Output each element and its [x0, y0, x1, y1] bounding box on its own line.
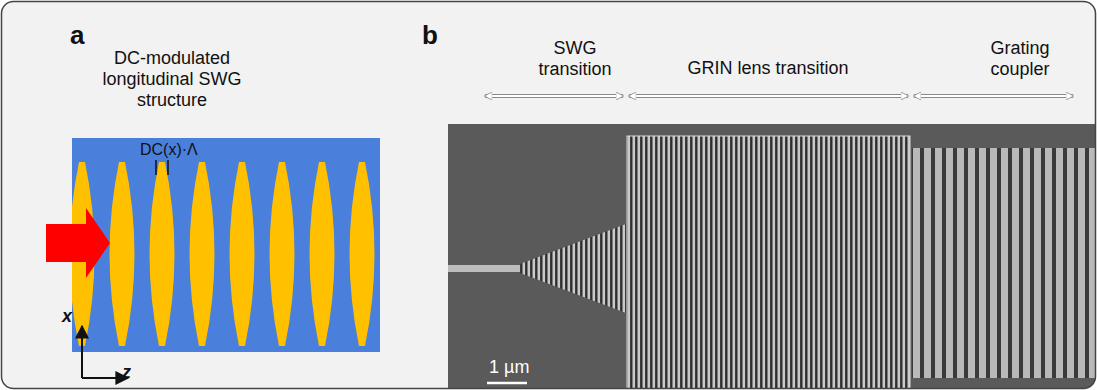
axis-label: z — [122, 362, 131, 383]
period-ticks — [156, 160, 168, 175]
section-label: GRIN lens transition — [687, 58, 848, 79]
scale-label: 1 µm — [489, 357, 529, 378]
panel-title: DC-modulated longitudinal SWG structure — [102, 48, 242, 111]
swg-lenses — [72, 162, 375, 346]
sem-image — [448, 124, 1096, 389]
section-label: SWG transition — [528, 38, 623, 80]
section-arrows — [485, 96, 1073, 97]
cladding-block — [72, 138, 380, 352]
section-label: Grating coupler — [978, 38, 1063, 80]
axes — [82, 326, 128, 378]
input-arrow — [46, 208, 110, 278]
panel-letter: b — [422, 20, 438, 50]
panel-letter: a — [70, 20, 84, 50]
dimension-label: DC(x)·Λ — [140, 139, 198, 160]
axis-label: x — [62, 306, 72, 327]
